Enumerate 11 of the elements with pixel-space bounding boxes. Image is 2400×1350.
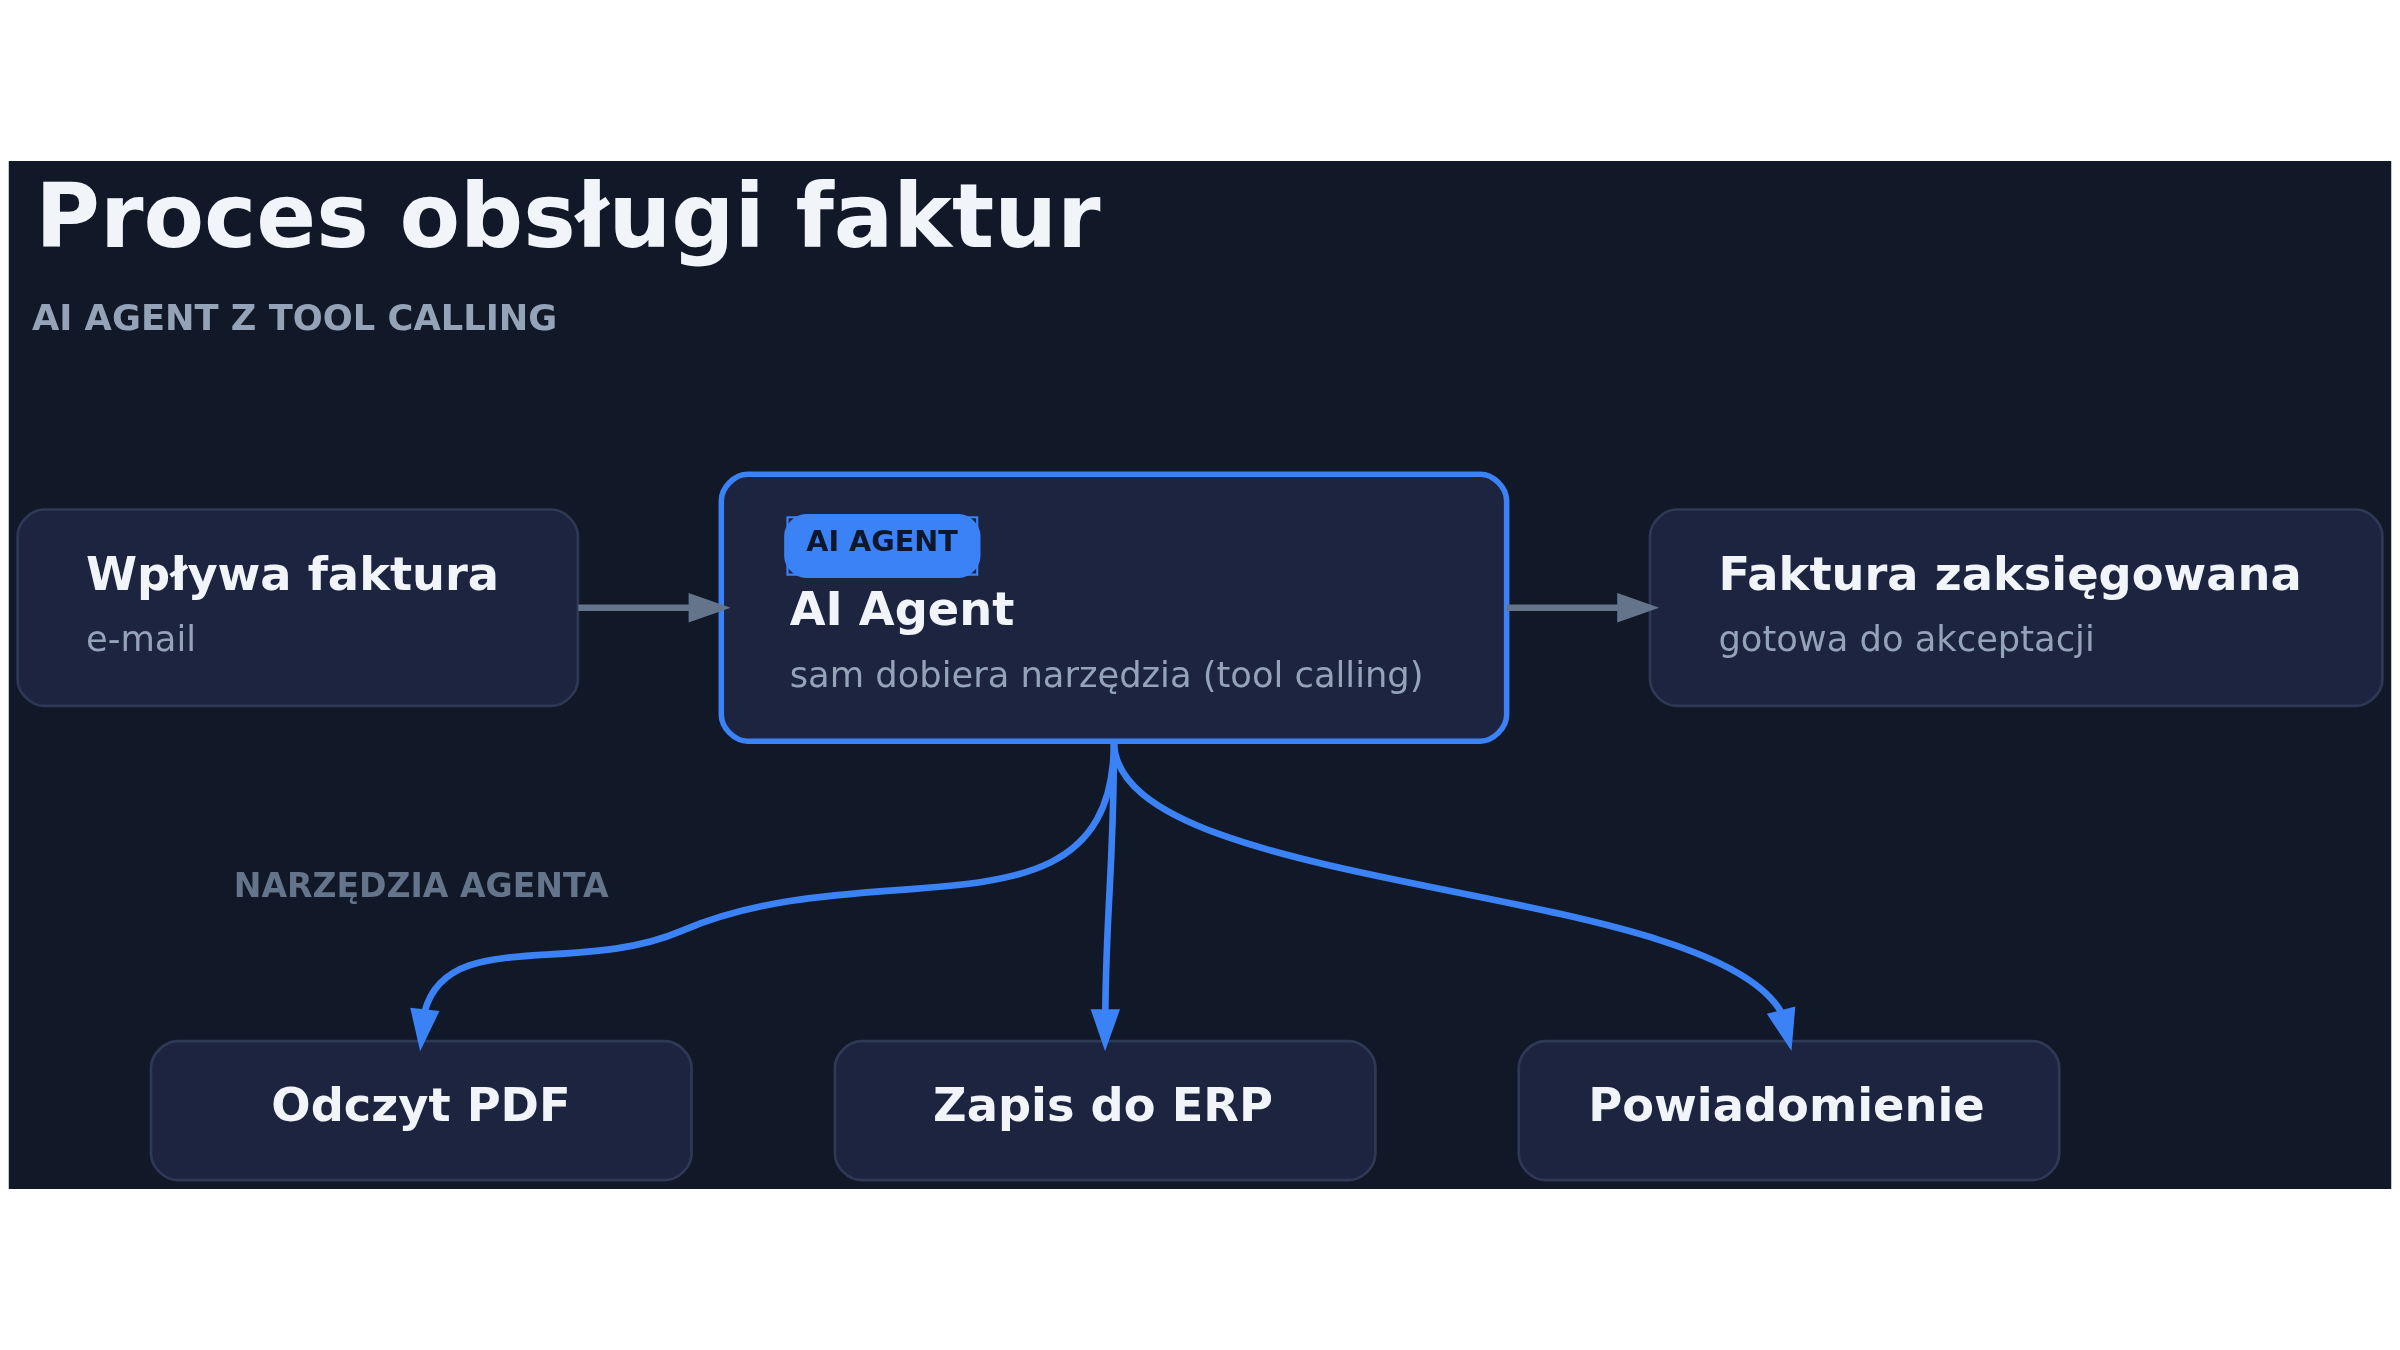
label: NARZĘDZIA AGENTA: [233, 865, 609, 905]
node-box: Powiadomienie: [1517, 1039, 2061, 1182]
label: AI AGENT Z TOOL CALLING: [31, 297, 558, 339]
node-box: Zapis do ERP: [833, 1039, 1377, 1182]
node-box: Odczyt PDF: [149, 1039, 693, 1182]
node-box: AI AGENT AI Agent sam dobiera narzędzia (tool calling): [718, 471, 1510, 744]
arrow: [578, 593, 731, 623]
node-box: Wpływa faktura e-mail: [16, 508, 580, 708]
arrow: [1506, 593, 1660, 623]
node-box: Faktura zaksięgowana gotowa do akceptacji: [1648, 508, 2384, 708]
diagram-title: Proces obsługi faktur: [35, 165, 1101, 269]
